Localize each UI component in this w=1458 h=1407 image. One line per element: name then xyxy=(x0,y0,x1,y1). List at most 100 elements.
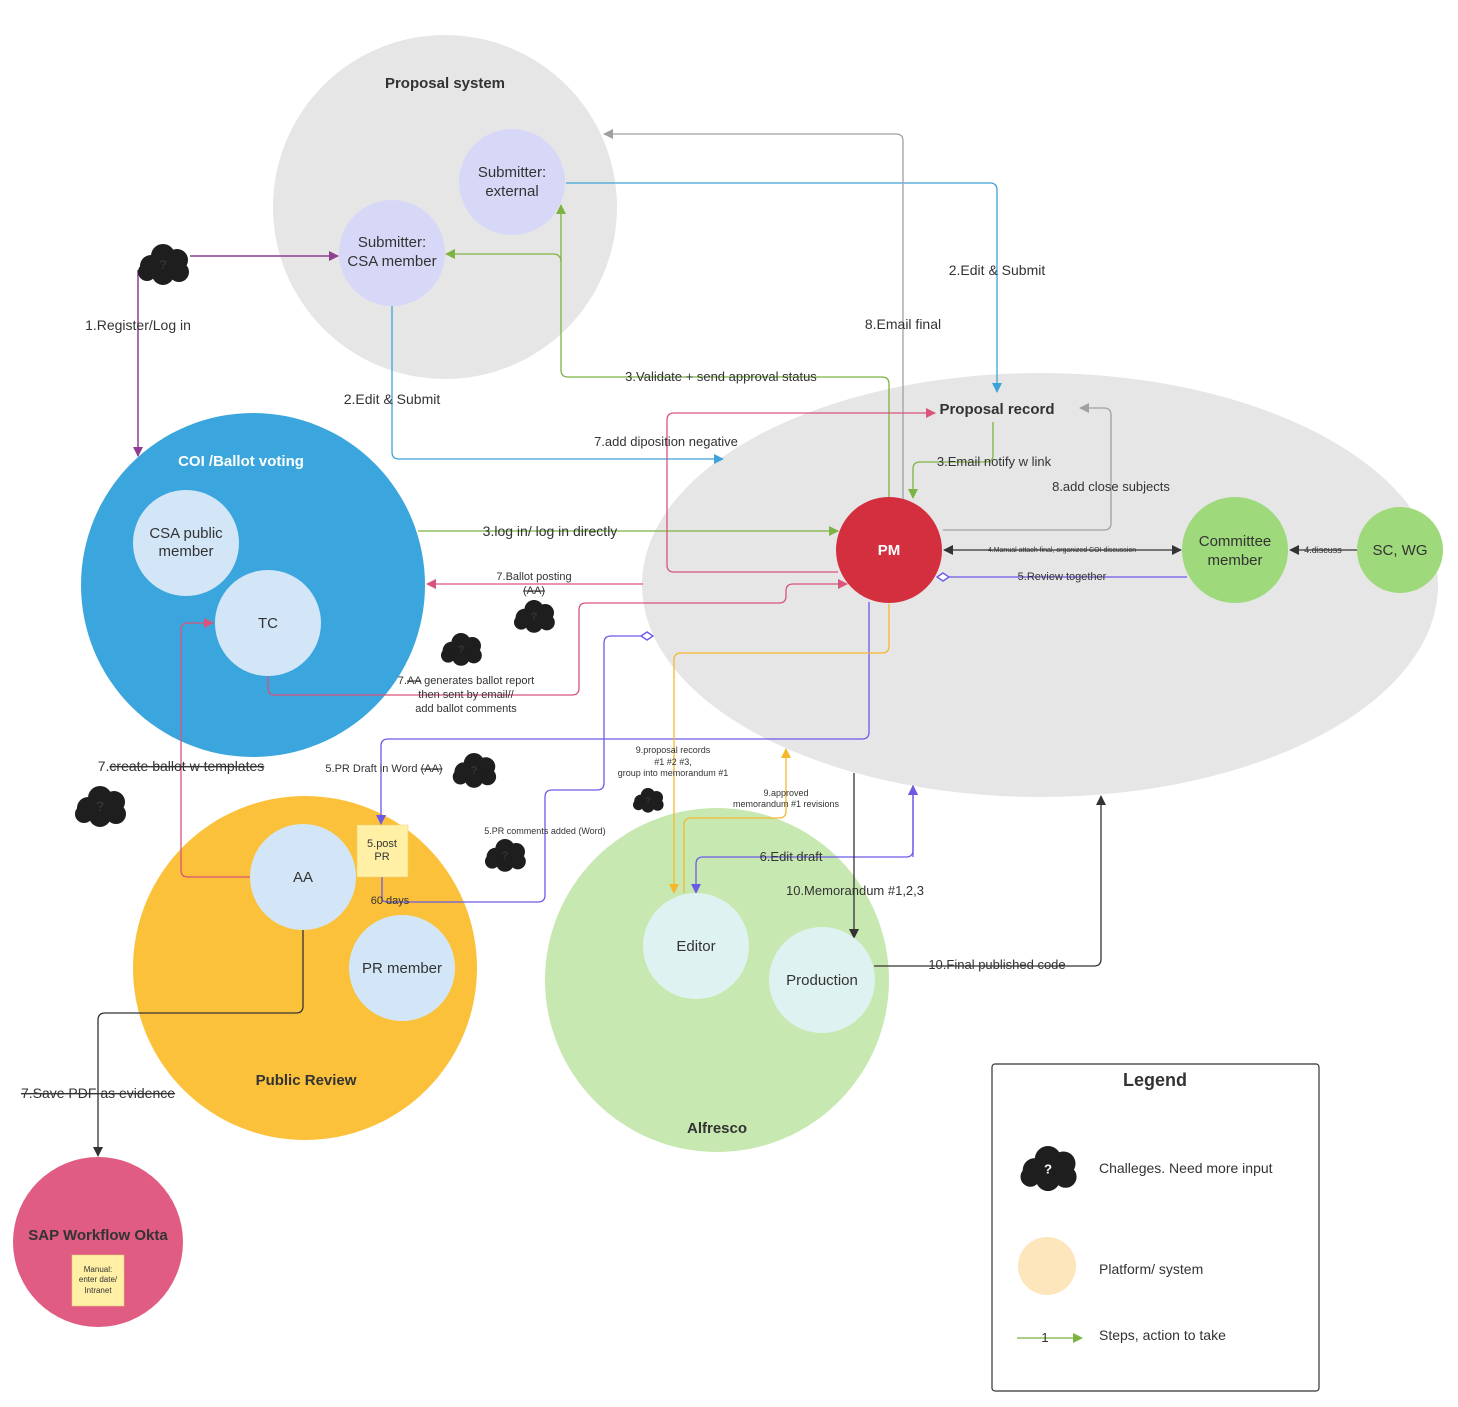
legend-cloud-icon: ? xyxy=(1020,1146,1077,1192)
memorandum-label: 10.Memorandum #1,2,3 xyxy=(786,883,924,898)
approved-label-1: 9.approved xyxy=(763,788,808,798)
submitter-csa-label-1: Submitter: xyxy=(358,234,426,251)
public-review-platform xyxy=(133,796,477,1140)
discuss-label: 4.discuss xyxy=(1304,545,1342,555)
edge-close-subjects xyxy=(943,403,1112,531)
proposal-records-label-1: 9.proposal records xyxy=(636,745,711,755)
production-label: Production xyxy=(786,972,858,989)
sap-manual-sticky-note xyxy=(71,1254,125,1307)
cloud-icon-pr-draft: ? xyxy=(452,753,497,788)
edit-submit-right-label: 2.Edit & Submit xyxy=(949,262,1046,278)
production-node xyxy=(769,927,875,1033)
cloud-icon-register: ? xyxy=(138,244,189,285)
csa-public-label-1: CSA public xyxy=(149,525,223,542)
ballot-report-label-1: 7.AA generates ballot report xyxy=(398,675,534,687)
public-review-title: Public Review xyxy=(256,1072,357,1089)
ballot-posting-label: 7.Ballot posting xyxy=(496,571,571,583)
edge-external-edit-submit xyxy=(566,182,1002,393)
aa-node xyxy=(250,824,356,930)
edge-proposal-records xyxy=(669,604,890,894)
edge-save-pdf xyxy=(93,930,304,1157)
create-ballot-label: 7.create ballot w templates xyxy=(98,758,265,774)
tc-node xyxy=(215,570,321,676)
submitter-external-node xyxy=(459,129,565,235)
post-pr-note-1: 5.post xyxy=(367,838,397,850)
csa-public-label-2: member xyxy=(158,543,213,560)
legend-steps-number: 1 xyxy=(1041,1330,1048,1345)
proposal-record-title: Proposal record xyxy=(939,401,1054,418)
ballot-report-label-2: then sent by email// xyxy=(418,689,514,701)
committee-label-1: Committee xyxy=(1199,533,1272,550)
pr-comments-label: 5.PR comments added (Word) xyxy=(484,826,605,836)
submitter-csa-label-2: CSA member xyxy=(347,253,436,270)
register-label: 1.Register/Log in xyxy=(85,317,191,333)
proposal-records-label-2: #1 #2 #3, xyxy=(654,757,692,767)
alfresco-title: Alfresco xyxy=(687,1120,747,1137)
cloud-icon-ballot-report: ? xyxy=(441,633,482,666)
review-together-label: 5.Review together xyxy=(1018,571,1107,583)
proposal-record-platform xyxy=(642,373,1438,797)
add-disposition-label: 7.add diposition negative xyxy=(594,434,738,449)
edge-pr-draft xyxy=(376,602,870,825)
sap-workflow-platform xyxy=(13,1157,183,1327)
svg-text:?: ? xyxy=(458,644,465,656)
save-pdf-label: 7.Save PDF as evidence xyxy=(21,1085,175,1101)
svg-text:?: ? xyxy=(159,257,167,272)
edit-draft-label: 6.Edit draft xyxy=(760,849,823,864)
pr-draft-label: 5.PR Draft in Word (AA) xyxy=(325,763,442,775)
edge-final-published xyxy=(874,795,1106,967)
sc-wg-node xyxy=(1357,507,1443,593)
submitter-csa-node xyxy=(339,200,445,306)
svg-text:?: ? xyxy=(502,850,509,862)
edge-validate xyxy=(556,204,890,497)
csa-public-member-node xyxy=(133,490,239,596)
proposal-system-title: Proposal system xyxy=(385,75,505,92)
aa-label: AA xyxy=(293,869,313,886)
svg-text:?: ? xyxy=(1044,1162,1052,1177)
editor-node xyxy=(643,893,749,999)
post-pr-sticky-note xyxy=(356,824,409,878)
svg-text:?: ? xyxy=(470,763,477,777)
legend-title: Legend xyxy=(1123,1070,1187,1090)
sap-note-2: enter date/ xyxy=(79,1275,118,1284)
edge-email-final xyxy=(603,129,904,500)
submitter-external-label-2: external xyxy=(485,183,538,200)
edge-validate-to-csa xyxy=(445,249,562,263)
close-subjects-label: 8.add close subjects xyxy=(1052,479,1170,494)
edge-approved-memo xyxy=(683,748,791,893)
legend-platform-swatch xyxy=(1018,1237,1076,1295)
cloud-icon-create-ballot: ? xyxy=(75,786,126,827)
email-final-label: 8.Email final xyxy=(865,316,941,332)
legend-box xyxy=(991,1063,1320,1392)
ballot-report-label-3: add ballot comments xyxy=(415,703,517,715)
sap-note-3: Intranet xyxy=(84,1286,112,1295)
cloud-icon-ballot-posting: ? xyxy=(514,600,555,633)
pr-member-node xyxy=(349,915,455,1021)
svg-text:?: ? xyxy=(645,796,651,807)
edge-create-ballot xyxy=(180,618,250,878)
post-pr-note-2: PR xyxy=(374,851,389,863)
committee-member-node xyxy=(1182,497,1288,603)
validate-label: 3.Validate + send approval status xyxy=(625,369,817,384)
tc-label: TC xyxy=(258,615,278,632)
legend-challenges-text: Challeges. Need more input xyxy=(1099,1160,1273,1176)
edge-ballot-report xyxy=(267,579,848,696)
sc-wg-label: SC, WG xyxy=(1373,542,1428,559)
cloud-icon-proposal-records: ? xyxy=(633,788,664,813)
cloud-icon-pr-comments: ? xyxy=(485,839,526,872)
sap-workflow-title: SAP Workflow Okta xyxy=(28,1227,168,1244)
ballot-posting-aa-label: (AA) xyxy=(523,585,545,597)
edge-csa-edit-submit xyxy=(391,306,724,464)
legend-platform-text: Platform/ system xyxy=(1099,1261,1203,1277)
manual-attach-label: 4.Manual attach final, organized COI dis… xyxy=(988,547,1136,554)
svg-text:?: ? xyxy=(96,798,105,814)
email-notify-label: 3.Email notify w link xyxy=(937,454,1052,469)
approved-label-2: memorandum #1 revisions xyxy=(733,799,840,809)
editor-label: Editor xyxy=(676,938,715,955)
submitter-external-label-1: Submitter: xyxy=(478,164,546,181)
committee-label-2: member xyxy=(1207,552,1262,569)
pm-label: PM xyxy=(878,542,901,559)
proposal-records-label-3: group into memorandum #1 xyxy=(618,768,729,778)
login-directly-label: 3.log in/ log in directly xyxy=(483,523,618,539)
